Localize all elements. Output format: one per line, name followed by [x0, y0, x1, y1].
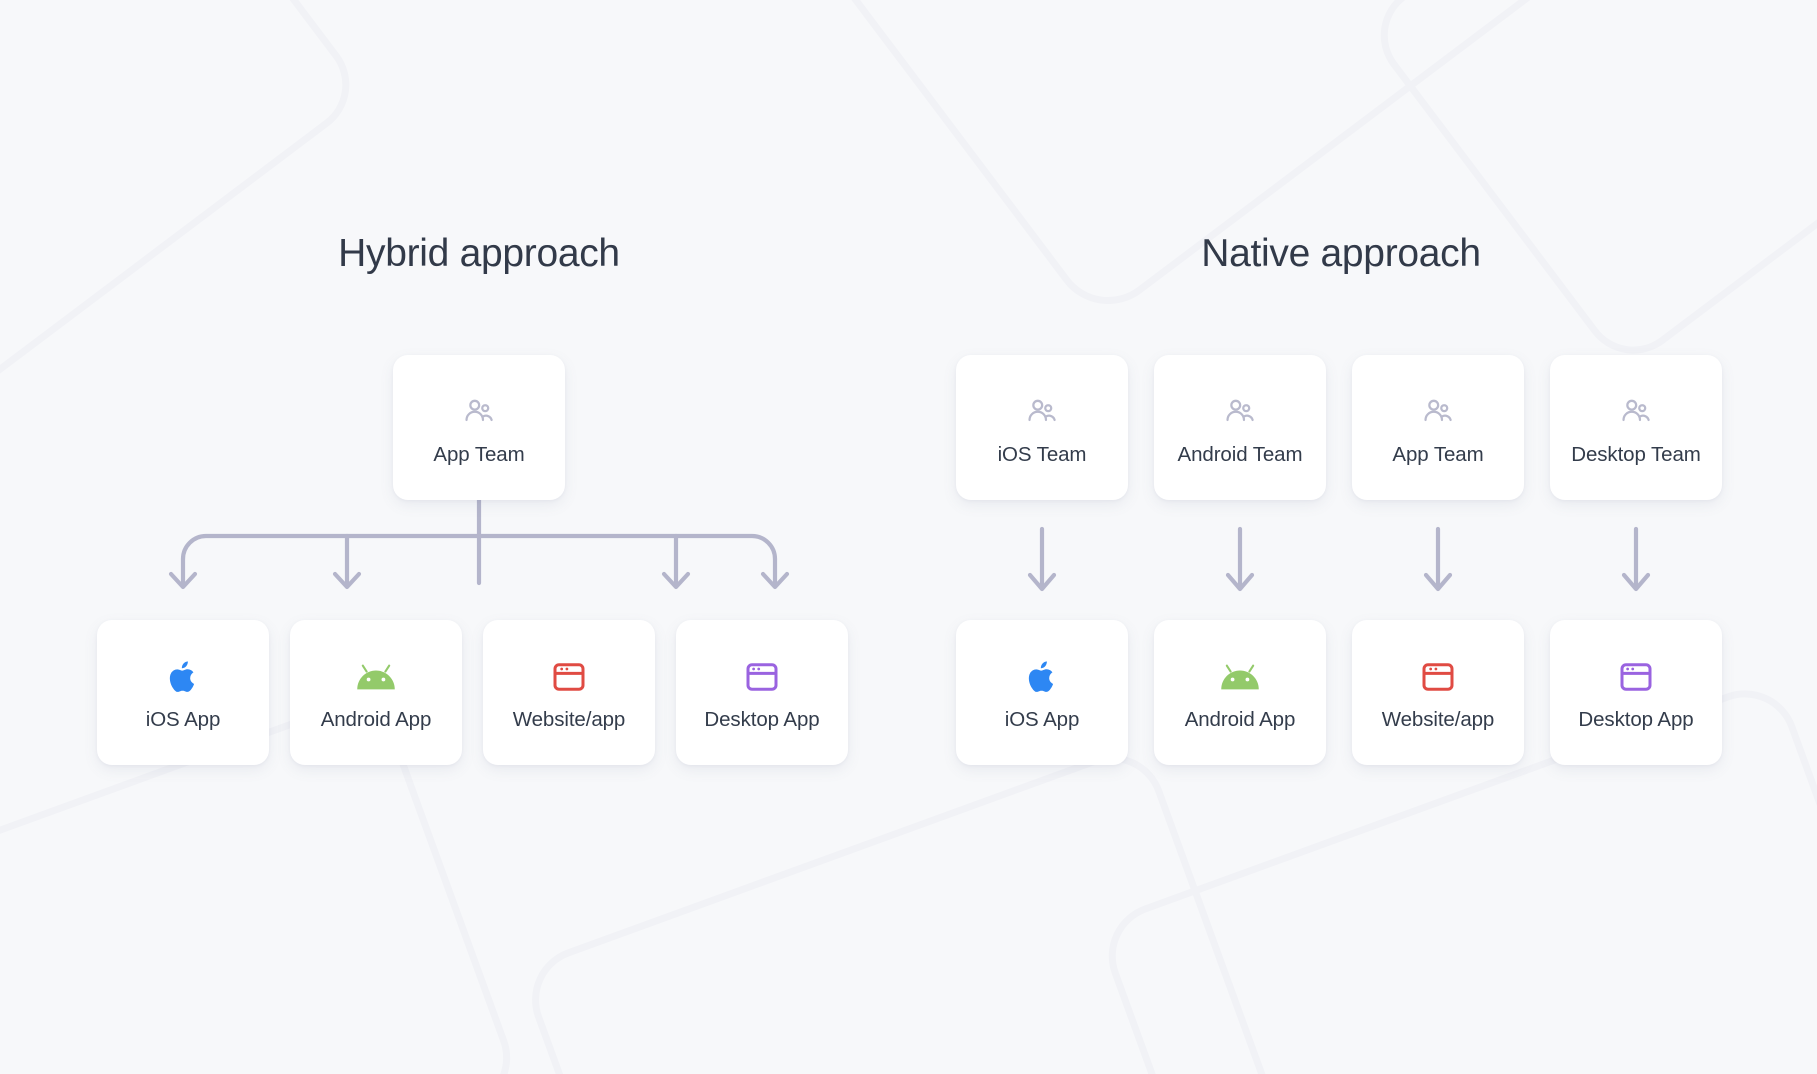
- section-title-hybrid: Hybrid approach: [338, 232, 620, 275]
- users-icon: [1223, 389, 1257, 435]
- card-native-ios-team[interactable]: iOS Team: [956, 355, 1128, 500]
- card-native-ios-app[interactable]: iOS App: [956, 620, 1128, 765]
- card-native-app-team[interactable]: App Team: [1352, 355, 1524, 500]
- card-label: Android Team: [1177, 443, 1303, 467]
- card-hybrid-website-app[interactable]: Website/app: [483, 620, 655, 765]
- browser-window-icon: [552, 654, 586, 700]
- card-label: iOS App: [145, 708, 221, 732]
- users-icon: [1421, 389, 1455, 435]
- desktop-window-icon: [1619, 654, 1653, 700]
- apple-icon: [167, 654, 200, 700]
- card-label: Desktop App: [704, 708, 820, 732]
- card-hybrid-ios-app[interactable]: iOS App: [97, 620, 269, 765]
- desktop-window-icon: [745, 654, 779, 700]
- card-label: iOS App: [1004, 708, 1080, 732]
- card-native-desktop-team[interactable]: Desktop Team: [1550, 355, 1722, 500]
- card-label: iOS Team: [997, 443, 1087, 467]
- apple-icon: [1026, 654, 1059, 700]
- card-label: Website/app: [512, 708, 626, 732]
- section-title-native: Native approach: [1201, 232, 1481, 275]
- card-label: Desktop App: [1578, 708, 1694, 732]
- android-icon: [1219, 654, 1261, 700]
- card-native-desktop-app[interactable]: Desktop App: [1550, 620, 1722, 765]
- android-icon: [355, 654, 397, 700]
- card-hybrid-app-team[interactable]: App Team: [393, 355, 565, 500]
- card-native-android-app[interactable]: Android App: [1154, 620, 1326, 765]
- browser-window-icon: [1421, 654, 1455, 700]
- card-hybrid-desktop-app[interactable]: Desktop App: [676, 620, 848, 765]
- card-label: Android App: [320, 708, 432, 732]
- card-label: App Team: [1392, 443, 1484, 467]
- card-native-android-team[interactable]: Android Team: [1154, 355, 1326, 500]
- native-arrow-connectors: [1027, 526, 1651, 592]
- card-native-website-app[interactable]: Website/app: [1352, 620, 1524, 765]
- card-label: Android App: [1184, 708, 1296, 732]
- card-hybrid-android-app[interactable]: Android App: [290, 620, 462, 765]
- card-label: Desktop Team: [1571, 443, 1701, 467]
- users-icon: [1619, 389, 1653, 435]
- card-label: App Team: [433, 443, 525, 467]
- hybrid-tree-connector: [168, 495, 790, 590]
- card-label: Website/app: [1381, 708, 1495, 732]
- users-icon: [462, 389, 496, 435]
- users-icon: [1025, 389, 1059, 435]
